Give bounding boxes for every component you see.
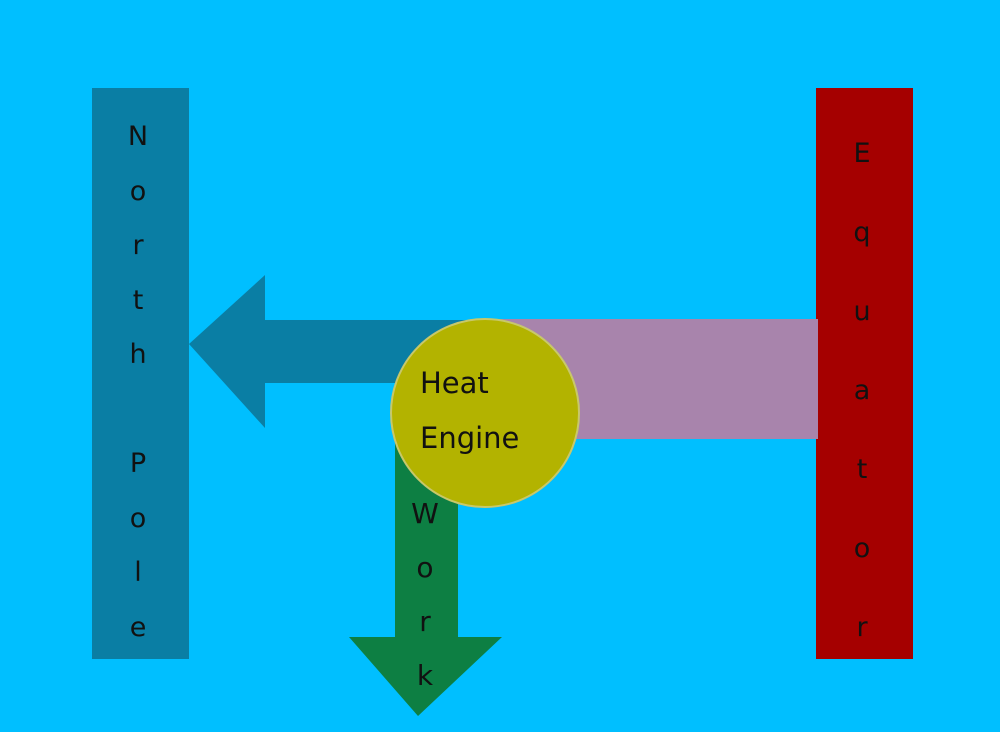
label-letter: l bbox=[134, 557, 142, 588]
label-letter: W bbox=[411, 497, 439, 530]
label-letter: r bbox=[856, 612, 868, 643]
heat-engine-label-line2: Engine bbox=[420, 421, 520, 455]
label-letter: h bbox=[129, 339, 147, 370]
label-letter: e bbox=[129, 611, 147, 643]
heat-out-arrow bbox=[189, 275, 480, 428]
work-arrow bbox=[349, 440, 502, 716]
label-letter: N bbox=[127, 121, 149, 152]
heat-engine-circle bbox=[390, 318, 580, 508]
label-letter: o bbox=[853, 533, 871, 564]
label-letter: r bbox=[132, 230, 144, 261]
label-letter: E bbox=[853, 138, 871, 169]
heat-engine-label: Heat Engine bbox=[420, 356, 570, 466]
label-letter: r bbox=[419, 605, 431, 638]
label-letter: t bbox=[132, 284, 144, 316]
north-pole-bar bbox=[92, 88, 189, 659]
label-letter: o bbox=[416, 551, 434, 584]
label-letter: o bbox=[129, 502, 147, 534]
label-letter: q bbox=[853, 217, 871, 248]
label-letter: u bbox=[853, 296, 871, 327]
label-letter: a bbox=[853, 375, 871, 406]
heat-engine-label-line1: Heat bbox=[420, 366, 489, 400]
label-letter: k bbox=[416, 659, 434, 692]
label-letter bbox=[134, 396, 143, 451]
label-letter: o bbox=[129, 175, 147, 207]
equator-bar bbox=[816, 88, 913, 659]
label-letter: P bbox=[129, 448, 147, 479]
label-letter: t bbox=[856, 454, 868, 485]
